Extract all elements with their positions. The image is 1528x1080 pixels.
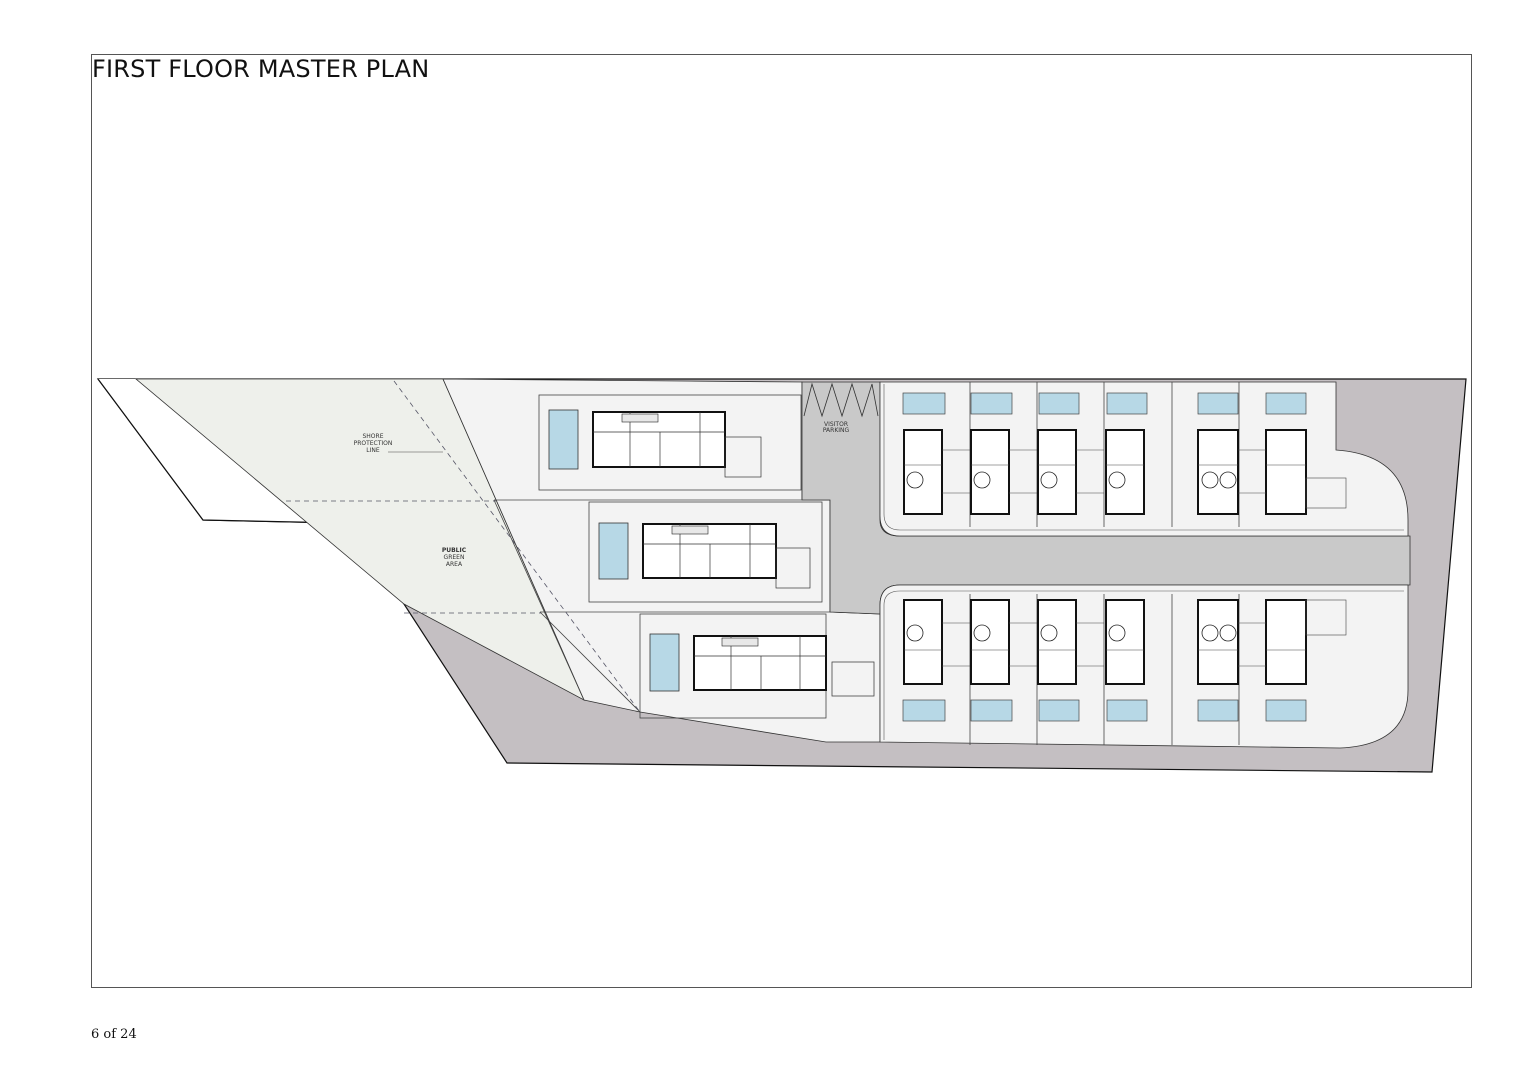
drawing-frame (91, 54, 1472, 988)
svg-text:SHORE: SHORE (362, 433, 383, 440)
svg-text:PROTECTION: PROTECTION (354, 440, 393, 447)
svg-text:GREEN: GREEN (444, 554, 465, 561)
townhouse-interiors (904, 449, 1347, 667)
svg-text:PARKING: PARKING (823, 427, 850, 434)
west-villa-3 (693, 635, 827, 691)
shore-protection-line (286, 380, 641, 713)
south-townhouses (903, 599, 1307, 685)
sheet-title: FIRST FLOOR MASTER PLAN (92, 55, 430, 83)
unbuilt-area (98, 379, 404, 604)
svg-text:VISITOR: VISITOR (824, 421, 848, 428)
parking-stalls (803, 382, 879, 418)
visitor-parking-label: VISITOR PARKING (823, 421, 850, 434)
west-villa-stairs (621, 413, 759, 647)
north-townhouses (903, 429, 1307, 515)
east-pools (902, 392, 1307, 722)
spiral-stairs (906, 471, 1237, 642)
west-plot-lines (493, 394, 875, 719)
west-villa-2 (642, 523, 777, 579)
page-number: 6 of 24 (91, 1027, 137, 1042)
svg-text:AREA: AREA (446, 561, 463, 568)
public-green-area-label: PUBLIC GREEN AREA (442, 547, 467, 568)
west-villa-1 (592, 411, 726, 468)
svg-text:PUBLIC: PUBLIC (442, 547, 467, 554)
shore-protection-label: SHORE PROTECTION LINE (354, 433, 393, 454)
west-villa-interiors (593, 412, 826, 690)
west-pools (548, 409, 680, 692)
svg-text:LINE: LINE (366, 447, 380, 454)
